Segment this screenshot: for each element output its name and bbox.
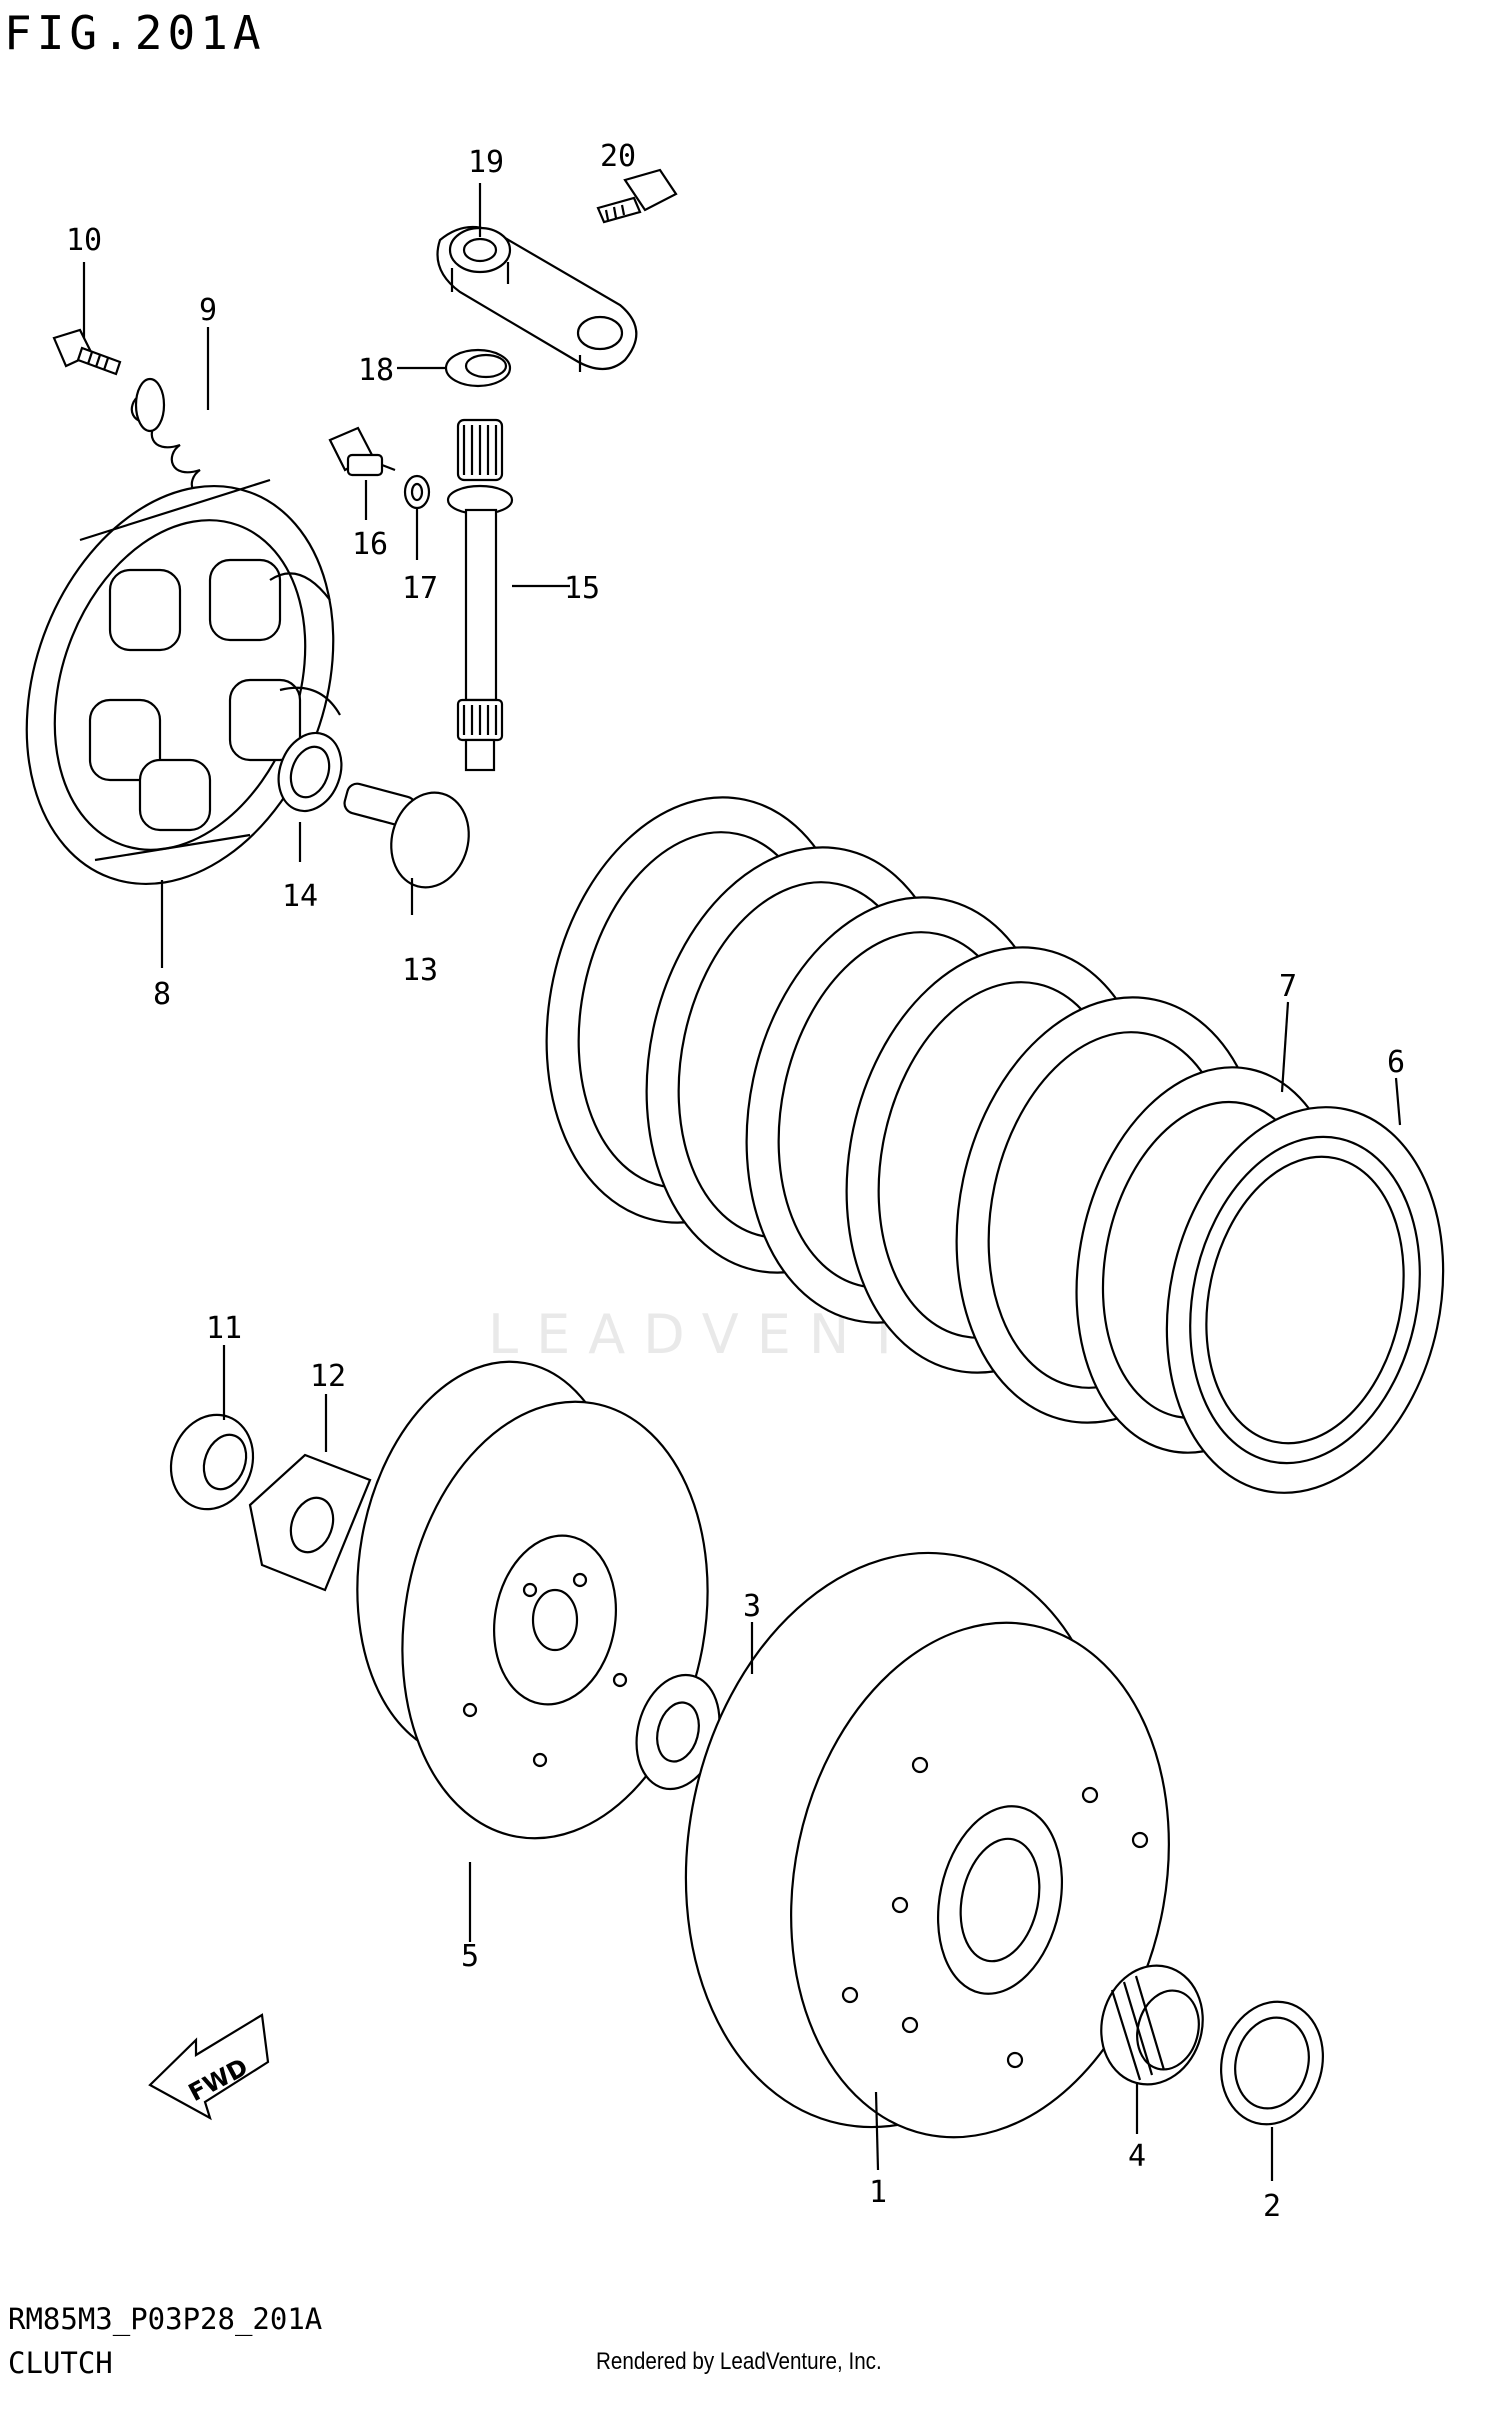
- part-3-washer[interactable]: [624, 1666, 731, 1799]
- part-2-thrust-washer[interactable]: [1208, 1990, 1337, 2136]
- callout-10: 10: [66, 223, 102, 258]
- callout-14: 14: [282, 879, 318, 914]
- part-18-bearing[interactable]: [444, 348, 512, 388]
- part-5-primary-driven-gear[interactable]: [327, 1340, 741, 1862]
- part-17-washer[interactable]: [403, 474, 431, 510]
- part-13-push-piece[interactable]: [342, 781, 479, 896]
- callout-5: 5: [461, 1939, 479, 1974]
- part-19-release-arm[interactable]: [436, 225, 638, 372]
- callout-4: 4: [1128, 2139, 1146, 2174]
- callout-6: 6: [1387, 1045, 1405, 1080]
- callout-9: 9: [199, 293, 217, 328]
- part-10-bolt[interactable]: [52, 328, 122, 376]
- part-8-pressure-plate[interactable]: [0, 443, 386, 927]
- figure-name: CLUTCH: [8, 2346, 113, 2380]
- callout-16: 16: [352, 527, 388, 562]
- callout-18: 18: [358, 353, 394, 388]
- callout-8: 8: [153, 977, 171, 1012]
- figure-title: FIG.201A: [4, 6, 266, 60]
- fwd-arrow: FWD: [148, 2013, 270, 2121]
- callout-11: 11: [206, 1311, 242, 1346]
- callout-15: 15: [564, 571, 600, 606]
- callout-numbers: 10 9 19 20 18 16 17 15 14 13 8 7 6 11 12…: [66, 139, 1405, 2224]
- callout-3: 3: [743, 1589, 761, 1624]
- callout-2: 2: [1263, 2189, 1281, 2224]
- part-16-bolt[interactable]: [328, 426, 396, 477]
- part-1-clutch-housing[interactable]: [634, 1513, 1215, 2173]
- callout-17: 17: [402, 571, 438, 606]
- callout-12: 12: [310, 1359, 346, 1394]
- part-15-push-shaft[interactable]: [446, 418, 514, 772]
- rendered-by-credit: Rendered by LeadVenture, Inc.: [596, 2348, 882, 2375]
- part-11-nut[interactable]: [158, 1403, 266, 1521]
- part-6-drive-plate[interactable]: [1132, 1081, 1477, 1519]
- leader-lines: [82, 183, 1402, 2181]
- callout-13: 13: [402, 953, 438, 988]
- figure-code: RM85M3_P03P28_201A: [8, 2302, 323, 2336]
- callout-1: 1: [869, 2175, 887, 2210]
- part-12-lock-washer[interactable]: [248, 1453, 372, 1592]
- part-20-bolt[interactable]: [596, 168, 678, 224]
- callout-7: 7: [1279, 969, 1297, 1004]
- callout-19: 19: [468, 145, 504, 180]
- callout-20: 20: [600, 139, 636, 174]
